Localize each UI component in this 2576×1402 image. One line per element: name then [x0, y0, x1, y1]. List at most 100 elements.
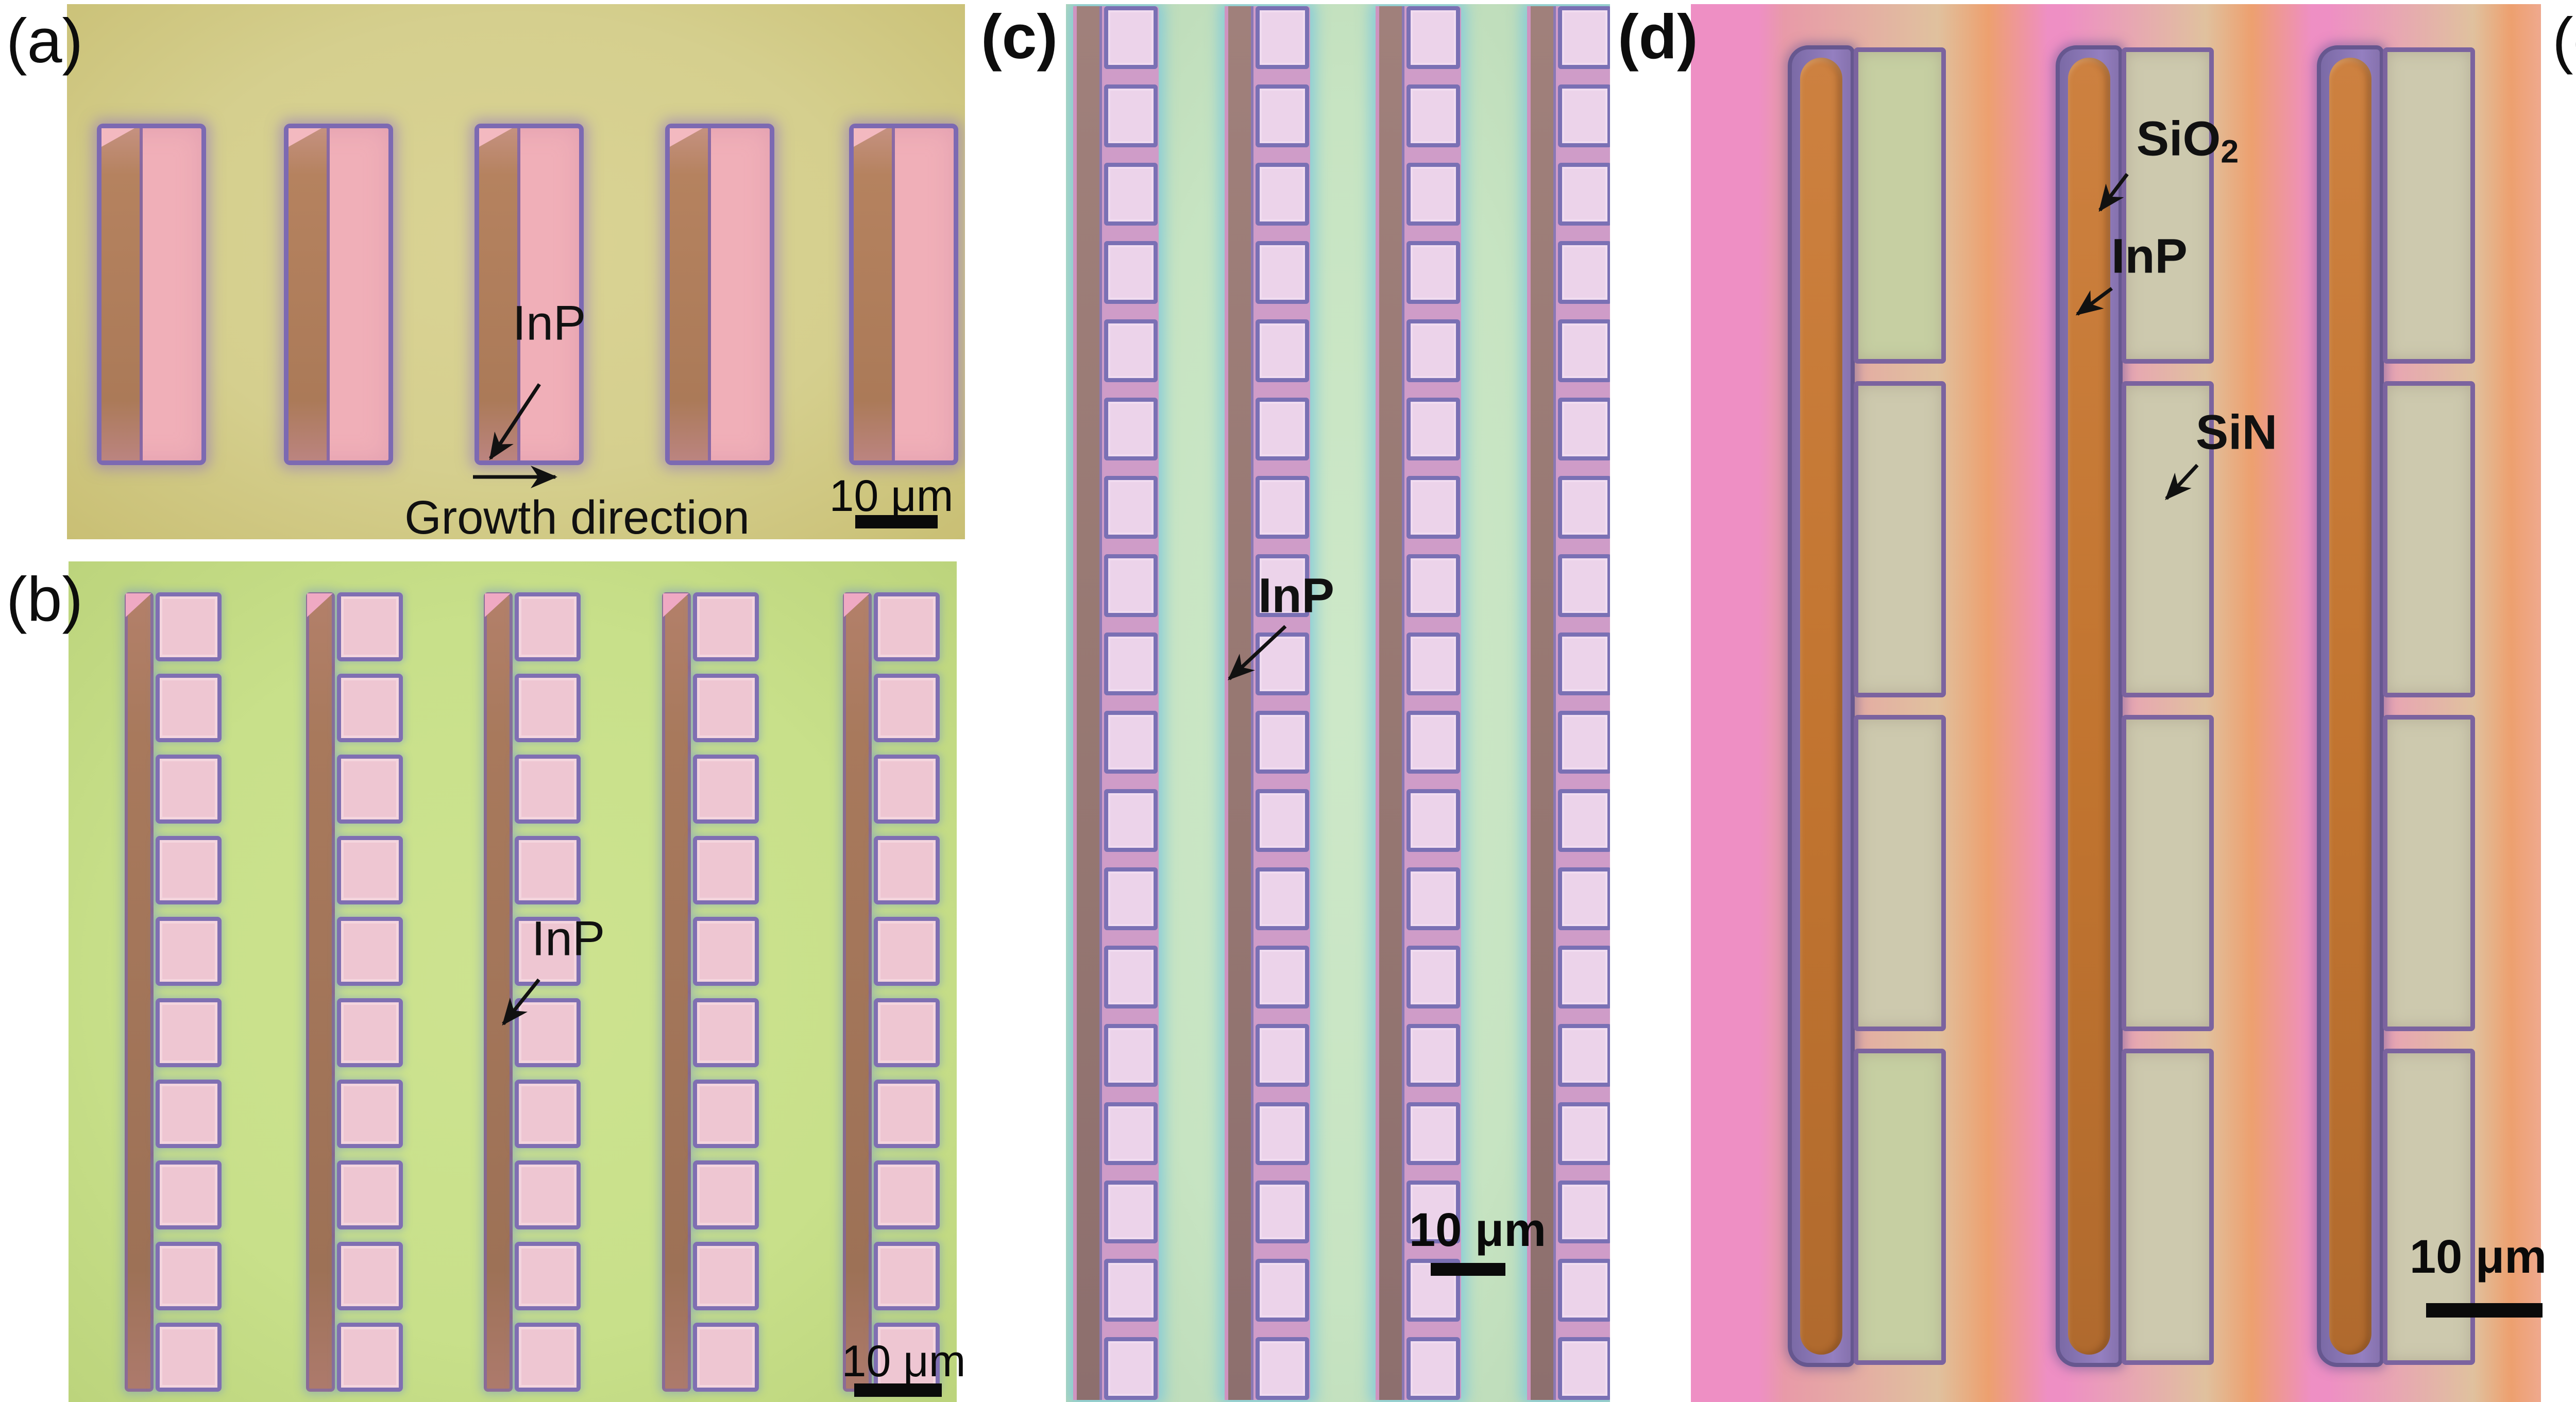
membrane-cell — [337, 755, 403, 824]
membrane-cell — [1256, 1181, 1309, 1243]
membrane-cell — [515, 998, 581, 1067]
inp-seed-bar — [1800, 58, 1842, 1355]
seed-wedge — [844, 593, 870, 617]
seed-wedge — [854, 128, 887, 147]
membrane-bar — [97, 124, 206, 465]
membrane-cell — [1104, 6, 1158, 69]
membrane-cell — [1256, 163, 1309, 226]
sio2-bar — [2056, 45, 2123, 1367]
membrane-cell — [1406, 84, 1460, 147]
seed-strip — [101, 128, 143, 460]
membrane-cell — [156, 592, 222, 661]
seed-wedge — [663, 593, 689, 617]
cell-column — [1256, 6, 1309, 1400]
annotation-sio2-d: SiO2 — [2137, 114, 2239, 168]
membrane-column — [1520, 4, 1610, 1402]
sin-cell — [2383, 715, 2475, 1031]
column-body — [1376, 6, 1461, 1400]
membrane-cell — [1256, 241, 1309, 304]
membrane-column — [484, 592, 581, 1392]
membrane-bar — [849, 124, 958, 465]
seed-strip — [662, 592, 691, 1392]
membrane-cell — [874, 592, 940, 661]
membrane-cell — [1558, 241, 1610, 304]
membrane-cell — [1558, 711, 1610, 774]
cell-column — [693, 592, 759, 1392]
membrane-column — [662, 592, 759, 1392]
membrane-cell — [1104, 1337, 1158, 1400]
cell-column — [1104, 6, 1158, 1400]
membrane-cell — [1104, 1024, 1158, 1087]
sin-cell — [2383, 47, 2475, 364]
membrane-cell — [1406, 1024, 1460, 1087]
membrane-column — [306, 592, 403, 1392]
membrane-cell — [337, 917, 403, 986]
membrane-cell — [693, 1241, 759, 1311]
seed-wedge — [289, 128, 321, 147]
membrane-cell — [515, 1241, 581, 1311]
seed-strip — [125, 592, 154, 1392]
membrane-cell — [1406, 789, 1460, 852]
membrane-bar — [474, 124, 584, 465]
sin-cell — [1854, 47, 1946, 364]
scalebar-c — [1431, 1263, 1505, 1276]
membrane-cell — [515, 835, 581, 905]
membrane-cell — [1104, 554, 1158, 617]
membrane-cell — [1256, 1102, 1309, 1165]
membrane-cell — [1406, 6, 1460, 69]
sin-cell — [2122, 1049, 2214, 1365]
membrane-cell — [1558, 319, 1610, 382]
membrane-cell — [693, 917, 759, 986]
column-body — [1527, 6, 1610, 1400]
membrane-bar — [665, 124, 774, 465]
seed-strip — [854, 128, 895, 460]
scalebar-label-c: 10 μm — [1409, 1204, 1546, 1256]
membrane-cell — [693, 755, 759, 824]
annotation-inp-a: InP — [512, 296, 586, 351]
membrane-cell — [874, 1160, 940, 1229]
membrane-cell — [1256, 946, 1309, 1008]
annotation-inp-d: InP — [2111, 229, 2188, 284]
annotation-sin-d: SiN — [2195, 405, 2278, 460]
cell-column — [874, 592, 940, 1392]
sin-cell — [2383, 381, 2475, 697]
membrane-cell — [693, 1323, 759, 1392]
membrane-cell — [1256, 398, 1309, 460]
membrane-cell — [1406, 476, 1460, 539]
membrane-cell — [1558, 476, 1610, 539]
membrane-cell — [1558, 632, 1610, 695]
membrane-cell — [337, 1079, 403, 1149]
inp-seed-bar — [2068, 58, 2110, 1355]
membrane-cell — [156, 1079, 222, 1149]
membrane-cell — [1104, 789, 1158, 852]
membrane-cell — [874, 1241, 940, 1311]
membrane-cell — [1256, 867, 1309, 930]
seed-wedge — [101, 128, 134, 147]
membrane-cell — [1104, 946, 1158, 1008]
cell-column — [515, 592, 581, 1392]
membrane-cell — [337, 1160, 403, 1229]
membrane-cell — [515, 673, 581, 743]
scalebar-b — [854, 1383, 942, 1397]
seed-wedge — [485, 593, 511, 617]
sin-cell — [1854, 1049, 1946, 1365]
seed-wedge — [479, 128, 512, 147]
panel-c-micrograph — [1066, 4, 1610, 1402]
membrane-cell — [1104, 84, 1158, 147]
seed-strip — [1225, 6, 1253, 1400]
membrane-cell — [156, 1160, 222, 1229]
column-body — [1073, 6, 1159, 1400]
membrane-cell — [1256, 6, 1309, 69]
membrane-cell — [874, 917, 940, 986]
seed-strip — [289, 128, 330, 460]
membrane-bar — [284, 124, 393, 465]
membrane-cell — [1406, 554, 1460, 617]
membrane-cell — [156, 998, 222, 1067]
membrane-cell — [1558, 554, 1610, 617]
membrane-cell — [1406, 632, 1460, 695]
scalebar-label-a: 10 μm — [829, 471, 954, 521]
membrane-cell — [1256, 1259, 1309, 1322]
sin-cell — [2122, 381, 2214, 697]
seed-strip — [306, 592, 335, 1392]
membrane-column — [125, 592, 222, 1392]
